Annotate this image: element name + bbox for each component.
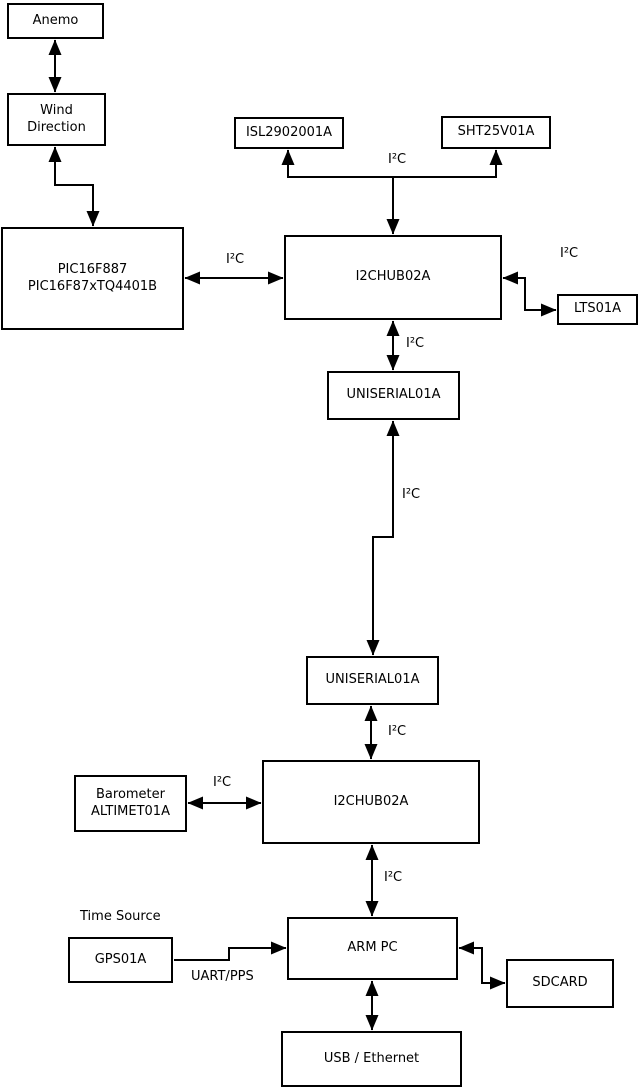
node-i2chub02a-top: I2CHUB02A [284,235,502,320]
edge-label-i2c-sensor-bus: I²C [388,152,407,167]
node-arm-pc: ARM PC [287,917,458,980]
edge-label-i2c-barometer: I²C [213,775,232,790]
node-i2chub02a-bottom: I2CHUB02A [262,760,480,844]
edge-label-i2c-hub2-armpc: I²C [384,870,403,885]
node-uniserial01a-bottom: UNISERIAL01A [306,656,439,705]
node-isl2902001a: ISL2902001A [234,117,344,149]
node-sdcard: SDCARD [506,959,614,1008]
node-lts01a: LTS01A [557,294,638,325]
edge-label-i2c-hub-uniserial: I²C [406,336,425,351]
node-anemo: Anemo [7,3,104,39]
node-barometer-altimet01a: Barometer ALTIMET01A [74,775,187,832]
edge-label-i2c-pic-hub: I²C [226,252,245,267]
edge-label-i2c-long-link: I²C [402,487,421,502]
node-uniserial01a-top: UNISERIAL01A [327,371,460,420]
node-usb-ethernet: USB / Ethernet [281,1031,462,1087]
node-gps01a: GPS01A [68,937,173,983]
edge-label-i2c-lts: I²C [560,246,579,261]
node-pic16f887: PIC16F887 PIC16F87xTQ4401B [1,227,184,330]
label-time-source: Time Source [80,909,161,924]
node-sht25v01a: SHT25V01A [441,116,551,149]
node-wind-direction: Wind Direction [7,93,106,146]
edge-label-uart-pps: UART/PPS [191,969,254,984]
edge-label-i2c-uniserial-hub2: I²C [388,724,407,739]
